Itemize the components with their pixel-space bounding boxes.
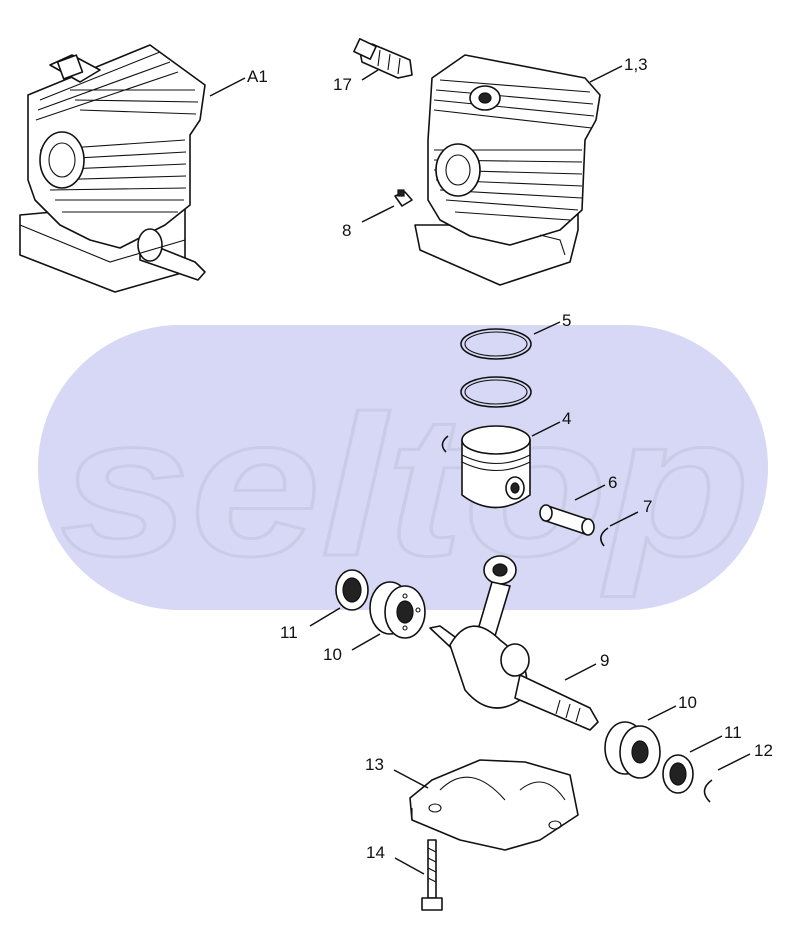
part-7-circlip (600, 527, 609, 547)
part-10-bearing-left (369, 581, 426, 639)
label-7: 7 (643, 497, 652, 516)
label-14: 14 (366, 843, 385, 862)
watermark-band (38, 325, 768, 610)
label-10-left: 10 (323, 645, 342, 664)
watermark: seltop (38, 325, 768, 610)
part-10-bearing-right (604, 721, 661, 779)
part-17-valve (353, 38, 413, 79)
label-11-right: 11 (724, 723, 742, 742)
label-5: 5 (562, 311, 571, 330)
label-9: 9 (600, 651, 609, 670)
label-a1: A1 (247, 67, 268, 86)
label-4: 4 (562, 409, 571, 428)
label-10-right: 10 (678, 693, 697, 712)
part-labels: A1 17 1,3 8 5 4 6 7 11 10 9 10 11 12 13 … (247, 55, 773, 862)
watermark-text: seltop (60, 375, 750, 598)
part-11-seal-right (662, 754, 694, 794)
leader-lines (209, 65, 751, 875)
cylinder-part-1-3 (414, 54, 601, 286)
label-13: 13 (365, 755, 384, 774)
part-13-housing (409, 759, 579, 851)
label-12: 12 (754, 741, 773, 760)
label-17: 17 (333, 75, 352, 94)
part-4-piston (441, 425, 531, 509)
part-8-valve (394, 189, 413, 207)
label-1-3: 1,3 (624, 55, 648, 74)
label-6: 6 (608, 473, 617, 492)
cylinder-assembly-a1 (19, 44, 206, 293)
label-11-left: 11 (280, 623, 298, 642)
part-11-seal-left (335, 569, 369, 611)
part-5-piston-rings (460, 328, 532, 408)
part-14-screw (421, 839, 443, 911)
label-8: 8 (342, 221, 351, 240)
part-9-crankshaft (429, 555, 599, 731)
part-12-circlip (703, 779, 713, 803)
part-6-piston-pin (539, 504, 595, 536)
